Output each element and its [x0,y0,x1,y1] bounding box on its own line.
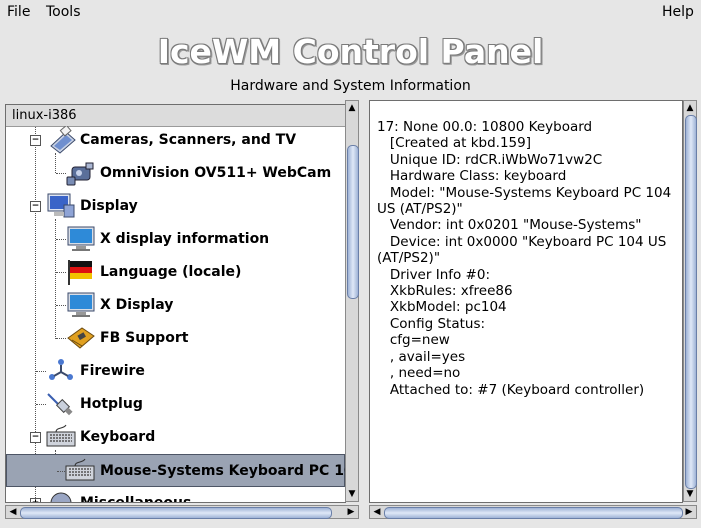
tree-item-label: X Display [100,297,174,313]
tree-item-label: Mouse-Systems Keyboard PC 104 [100,463,346,479]
tree-item-mouse-systems-keyboard[interactable]: Mouse-Systems Keyboard PC 104 [6,454,345,487]
tree-connector [57,471,67,472]
scanner-icon [50,126,76,154]
usb-plug-icon [47,393,73,416]
menu-file[interactable]: File [7,4,31,20]
details-panel[interactable]: 17: None 00.0: 10800 Keyboard [Created a… [369,100,683,503]
misc-icon [50,492,72,502]
hardware-tree[interactable]: linux-i386 − Cameras, Scanners, and TV O… [5,104,346,503]
tree-connector [56,338,66,339]
tree-item-label: FB Support [100,330,189,346]
tree-item-display[interactable]: − Display [6,190,345,223]
scroll-thumb[interactable] [347,145,359,299]
tree-connector [56,239,66,240]
tree-root[interactable]: linux-i386 [6,105,345,127]
tree-vertical-scrollbar[interactable]: ▲ ▼ [345,100,359,502]
tree-connector [35,127,36,502]
tree-item-label: Cameras, Scanners, and TV [80,132,297,148]
menu-bar: File Tools Help [0,0,701,26]
device-details-text: 17: None 00.0: 10800 Keyboard [Created a… [377,119,672,398]
tree-connector [36,404,46,405]
scroll-down-icon[interactable]: ▼ [348,489,356,499]
tree-item-hotplug[interactable]: Hotplug [6,388,345,421]
scroll-left-icon[interactable]: ◀ [9,507,17,517]
tree-item-label: Display [80,198,138,214]
scroll-up-icon[interactable]: ▲ [348,103,356,113]
flag-icon [68,260,92,285]
collapse-icon[interactable]: − [30,201,41,212]
tree-item-label: Language (locale) [100,264,242,280]
scroll-down-icon[interactable]: ▼ [686,489,694,499]
tree-connector [56,305,66,306]
tree-item-fb-support[interactable]: FB Support [6,322,345,355]
banner: IceWM Control Panel [0,32,701,74]
scroll-left-icon[interactable]: ◀ [373,507,381,517]
tree-connector [56,272,66,273]
tree-item-label: OmniVision OV511+ WebCam [100,165,332,181]
tree-item-webcam[interactable]: OmniVision OV511+ WebCam [6,157,345,190]
page-subtitle: Hardware and System Information [230,78,471,94]
details-vertical-scrollbar[interactable]: ▲ ▼ [683,100,697,502]
scroll-right-icon[interactable]: ▶ [685,507,693,517]
graphics-card-icon [67,327,95,349]
menu-tools[interactable]: Tools [46,4,81,20]
expand-icon[interactable]: + [30,498,41,502]
monitor-icon [67,226,95,251]
tree-item-label: Miscellaneous [80,495,192,503]
tree-item-firewire[interactable]: Firewire [6,355,345,388]
details-horizontal-scrollbar[interactable]: ◀ ▶ [369,505,697,519]
scroll-thumb[interactable] [685,115,697,489]
app-title: IceWM Control Panel [157,32,544,71]
tree-item-label: Hotplug [80,396,143,412]
menu-help[interactable]: Help [662,4,694,20]
firewire-icon [49,359,73,380]
tree-connector [55,219,56,339]
tree-connector [55,153,56,173]
scroll-thumb[interactable] [20,507,332,519]
monitor-icon [67,292,95,317]
tree-item-keyboard[interactable]: − Keyboard [6,421,345,454]
display-icon [47,193,75,218]
tree-horizontal-scrollbar[interactable]: ◀ ▶ [5,505,359,519]
scroll-right-icon[interactable]: ▶ [347,507,355,517]
collapse-icon[interactable]: − [30,135,41,146]
tree-item-language[interactable]: Language (locale) [6,256,345,289]
tree-item-label: X display information [100,231,270,247]
tree-item-label: Firewire [80,363,145,379]
tree-connector [56,173,66,174]
camcorder-icon [66,162,94,186]
tree-item-label: Keyboard [80,429,156,445]
scroll-thumb[interactable] [384,507,683,519]
keyboard-icon [65,458,95,481]
tree-item-miscellaneous[interactable]: + Miscellaneous [6,487,345,503]
scroll-up-icon[interactable]: ▲ [686,103,694,113]
keyboard-icon [46,424,76,447]
collapse-icon[interactable]: − [30,432,41,443]
tree-connector [36,371,46,372]
tree-item-x-display[interactable]: X Display [6,289,345,322]
tree-item-x-display-information[interactable]: X display information [6,223,345,256]
tree-item-cameras[interactable]: − Cameras, Scanners, and TV [6,124,345,157]
